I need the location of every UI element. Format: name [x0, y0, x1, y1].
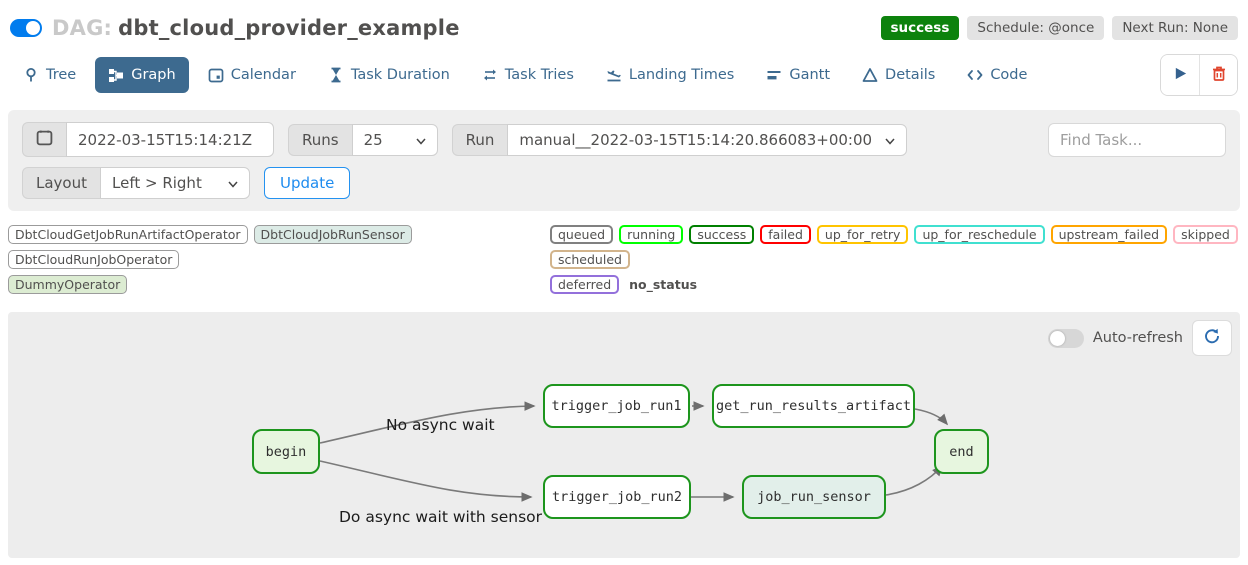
toggle-knob: [26, 21, 40, 35]
dag-pause-toggle[interactable]: [10, 19, 42, 37]
plane-landing-icon: [606, 67, 622, 83]
chevron-down-icon: [416, 131, 426, 149]
gantt-icon: [766, 67, 782, 83]
status-badge: running: [619, 225, 684, 244]
next-run-badge: Next Run: None: [1112, 16, 1238, 40]
layout-label: Layout: [22, 167, 100, 199]
dag-name: dbt_cloud_provider_example: [118, 16, 460, 40]
task-node-end[interactable]: end: [934, 429, 989, 474]
status-badge: failed: [760, 225, 811, 244]
find-task-input[interactable]: [1048, 122, 1226, 157]
status-badge: success: [689, 225, 755, 244]
dag-graph-canvas[interactable]: Auto-refresh No async wait Do async wait…: [8, 312, 1240, 558]
chevron-down-icon: [885, 131, 895, 149]
task-node-trigger-job-run2[interactable]: trigger_job_run2: [543, 475, 691, 519]
layout-group: Layout Left > Right: [22, 167, 250, 199]
operator-legend: DbtCloudGetJobRunArtifactOperator DbtClo…: [8, 225, 550, 300]
dag-run-group: Run manual__2022-03-15T15:14:20.866083+0…: [451, 123, 908, 156]
status-badge: upstream_failed: [1050, 225, 1168, 244]
tab-calendar[interactable]: Calendar: [195, 57, 309, 93]
status-badge: up_for_retry: [816, 225, 909, 244]
graph-filter-panel: Runs 25 Run manual__2022-03-15T15:14:20.…: [8, 110, 1240, 211]
dag-prefix-label: DAG:: [52, 16, 113, 40]
graph-icon: [108, 67, 124, 83]
status-badge: no_status: [629, 277, 698, 292]
task-node-get-run-results-artifact[interactable]: get_run_results_artifact: [712, 384, 915, 428]
status-badge: queued: [550, 225, 614, 244]
find-task-wrapper: [1048, 122, 1226, 157]
triangle-icon: [862, 67, 878, 83]
edge-label: No async wait: [386, 416, 495, 434]
status-badge: success: [880, 16, 960, 40]
base-date-input[interactable]: [66, 122, 274, 157]
schedule-badge: Schedule: @once: [967, 16, 1105, 40]
tab-landing-times[interactable]: Landing Times: [593, 57, 747, 93]
edge-label: Do async wait with sensor: [339, 508, 543, 526]
tab-details[interactable]: Details: [849, 57, 948, 93]
auto-refresh-label: Auto-refresh: [1092, 330, 1183, 346]
tab-task-duration[interactable]: Task Duration: [315, 57, 463, 93]
task-node-job-run-sensor[interactable]: job_run_sensor: [742, 475, 886, 519]
tab-code[interactable]: Code: [954, 57, 1040, 93]
operator-badge: DbtCloudRunJobOperator: [8, 250, 180, 269]
status-badge: scheduled: [550, 250, 630, 269]
num-runs-group: Runs 25: [288, 123, 438, 156]
code-icon: [967, 67, 983, 83]
tab-tree[interactable]: Tree: [10, 57, 89, 93]
status-badge: up_for_reschedule: [914, 225, 1045, 244]
refresh-button[interactable]: [1192, 320, 1232, 356]
tab-gantt[interactable]: Gantt: [753, 57, 843, 93]
layout-select[interactable]: Left > Right: [100, 167, 250, 199]
tab-task-tries[interactable]: Task Tries: [469, 57, 587, 93]
auto-refresh-toggle[interactable]: [1047, 328, 1084, 348]
runs-select[interactable]: 25: [351, 123, 438, 156]
chevron-down-icon: [228, 174, 238, 192]
runs-label: Runs: [288, 123, 352, 156]
page-title: DAG:dbt_cloud_provider_example: [52, 16, 460, 40]
dag-actions: [1160, 54, 1238, 96]
calendar-icon: [208, 67, 224, 83]
graph-legend: DbtCloudGetJobRunArtifactOperator DbtClo…: [0, 211, 1248, 304]
operator-badge: DummyOperator: [8, 275, 128, 294]
trigger-dag-button[interactable]: [1161, 55, 1199, 95]
operator-badge: DbtCloudGetJobRunArtifactOperator: [8, 225, 248, 244]
delete-dag-button[interactable]: [1199, 55, 1237, 95]
dag-edges: [319, 401, 949, 502]
task-node-begin[interactable]: begin: [252, 429, 320, 474]
retry-arrows-icon: [482, 67, 498, 83]
trash-icon: [1211, 65, 1227, 86]
status-legend: queued running success failed up_for_ret…: [550, 225, 1240, 300]
tree-icon: [23, 67, 39, 83]
task-node-trigger-job-run1[interactable]: trigger_job_run1: [543, 384, 690, 428]
status-badge: skipped: [1173, 225, 1238, 244]
update-button[interactable]: Update: [264, 167, 351, 199]
refresh-icon: [1203, 327, 1221, 349]
base-date-group: [22, 122, 274, 157]
status-badge: deferred: [550, 275, 620, 294]
hourglass-icon: [328, 67, 344, 83]
base-date-calendar-button[interactable]: [22, 122, 66, 157]
calendar-icon: [36, 129, 53, 150]
toggle-knob: [1049, 330, 1065, 346]
run-label: Run: [451, 123, 508, 156]
run-select[interactable]: manual__2022-03-15T15:14:20.866083+00:00: [507, 123, 908, 156]
view-tabs: Tree Graph Calendar Task Duration Task T…: [0, 48, 1248, 100]
operator-badge: DbtCloudJobRunSensor: [253, 225, 412, 244]
dag-header: DAG:dbt_cloud_provider_example success S…: [0, 0, 1248, 48]
tab-graph[interactable]: Graph: [95, 57, 189, 93]
play-icon: [1173, 66, 1188, 85]
